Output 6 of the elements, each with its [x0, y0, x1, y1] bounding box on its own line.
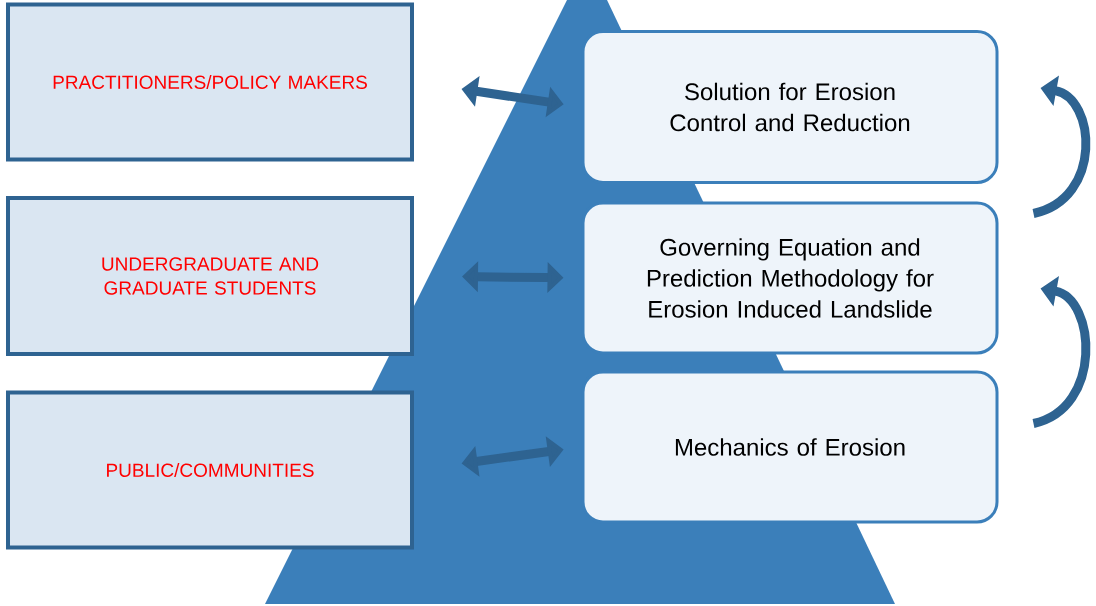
- level-box: Governing Equation and Prediction Methodology for Erosion Induced Landslide: [581, 201, 999, 355]
- audience-box: PUBLIC/COMMUNITIES: [6, 390, 414, 550]
- audience-box: UNDERGRADUATE AND GRADUATE STUDENTS: [6, 196, 414, 356]
- level-box: Mechanics of Erosion: [581, 370, 999, 524]
- audience-box: PRACTITIONERS/POLICY MAKERS: [6, 2, 414, 162]
- level-box: Solution for Erosion Control and Reduction: [581, 30, 999, 184]
